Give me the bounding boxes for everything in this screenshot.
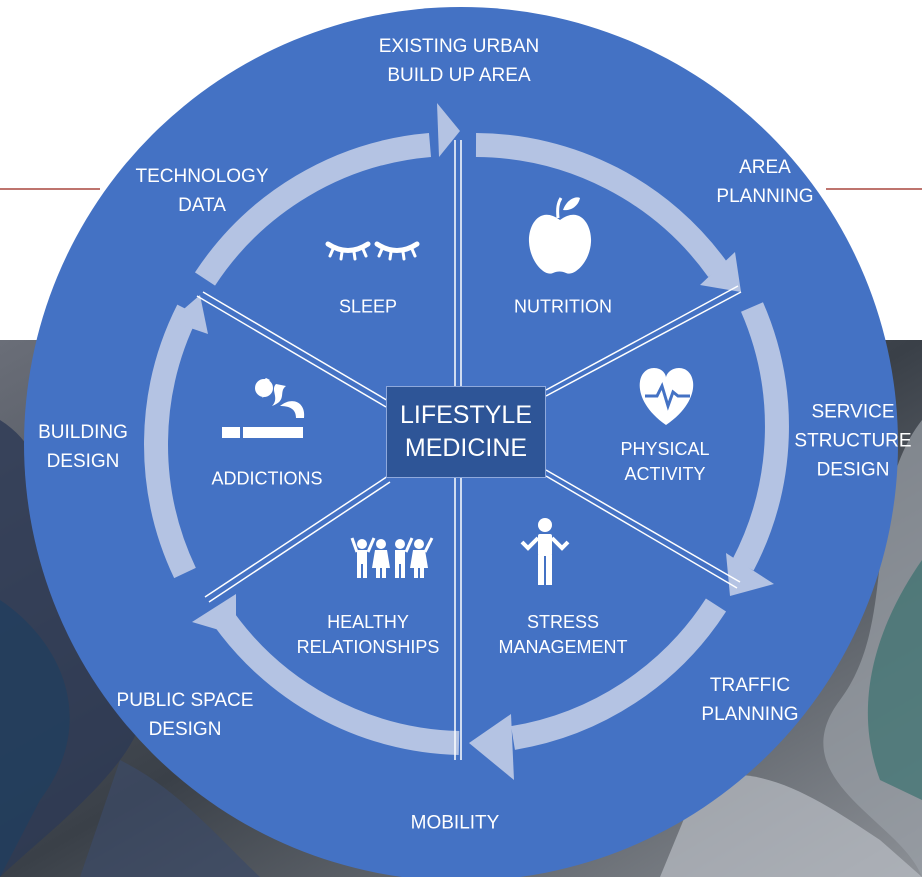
segment-label-healthy-relationships: HEALTHY RELATIONSHIPS	[296, 612, 440, 657]
center-box: LIFESTYLE MEDICINE	[386, 386, 546, 478]
closed-eyes-icon	[325, 241, 420, 261]
segment-label-sleep: SLEEP	[338, 296, 398, 317]
group-of-people-icon	[350, 537, 434, 578]
center-label: LIFESTYLE MEDICINE	[400, 401, 532, 462]
label-existing-urban-build-up-area: EXISTING URBAN BUILD UP AREA	[378, 36, 540, 86]
segment-label-stress-management: STRESS MANAGEMENT	[498, 612, 628, 657]
segment-label-nutrition: NUTRITION	[514, 296, 612, 317]
spokes	[196, 140, 742, 760]
label-technology-data: TECHNOLOGY DATA	[135, 166, 269, 216]
shrugging-person-icon	[520, 518, 570, 585]
apple-icon	[528, 197, 592, 274]
cigarette-icon	[222, 378, 305, 438]
heart-pulse-icon	[639, 368, 694, 425]
label-mobility: MOBILITY	[410, 812, 500, 834]
arrowheads	[170, 103, 774, 780]
label-service-structure-design: SERVICE STRUCTURE DESIGN	[794, 401, 912, 481]
segment-label-addictions: ADDICTIONS	[211, 468, 323, 489]
label-traffic-planning: TRAFFIC PLANNING	[701, 675, 799, 725]
segment-label-physical-activity: PHYSICAL ACTIVITY	[620, 439, 710, 484]
label-public-space-design: PUBLIC SPACE DESIGN	[116, 690, 254, 740]
label-building-design: BUILDING DESIGN	[38, 422, 128, 472]
cycle-arrows	[144, 133, 789, 755]
label-area-planning: AREA PLANNING	[716, 157, 814, 207]
